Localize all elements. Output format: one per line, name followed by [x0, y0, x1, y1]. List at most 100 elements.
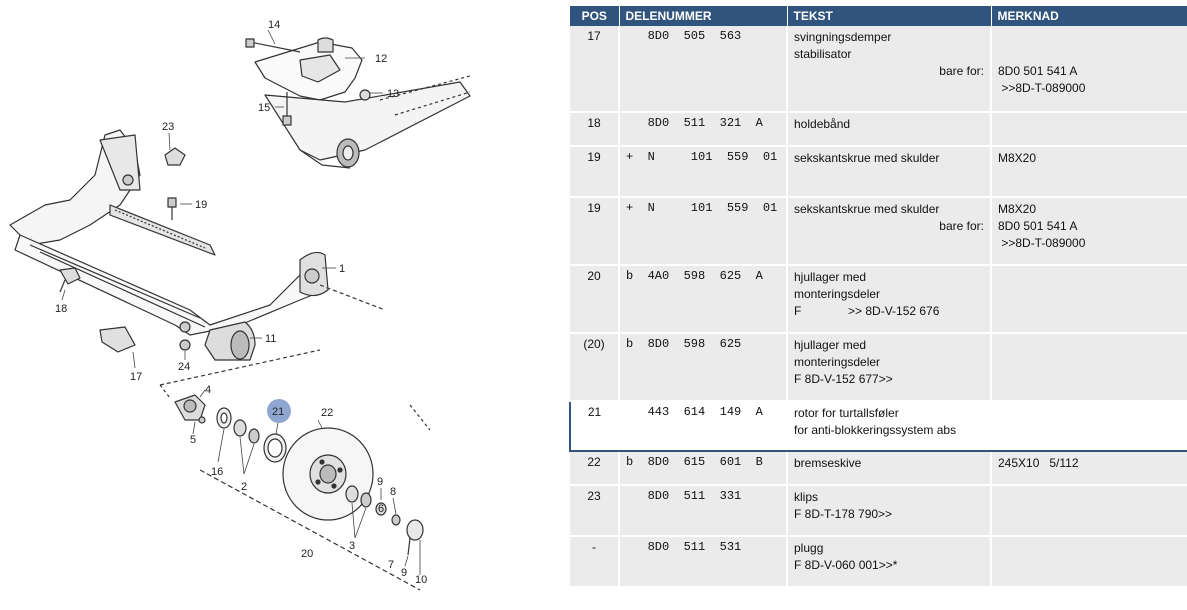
- callout-5[interactable]: 5: [190, 434, 196, 446]
- callout-23[interactable]: 23: [162, 121, 174, 133]
- row-note: M8X20: [991, 146, 1187, 198]
- table-row[interactable]: 19 + N 101 559 01 sekskantskrue med skul…: [570, 146, 1187, 198]
- header-part-number[interactable]: DELENUMMER: [619, 6, 788, 26]
- row-text: rotor for turtallsføler for anti-blokker…: [787, 400, 992, 452]
- text-condition: bare for:: [939, 219, 984, 233]
- callout-17[interactable]: 17: [130, 371, 142, 383]
- note-line: >>8D-T-089000: [998, 236, 1086, 250]
- header-text[interactable]: TEKST: [787, 6, 992, 26]
- row-text: holdebånd: [787, 112, 992, 147]
- callout-11[interactable]: 11: [265, 333, 276, 345]
- text-line: F 8D-V-152 677>>: [794, 372, 893, 386]
- table-row[interactable]: 22 b 8D0 615 601 B bremseskive 245X10 5/…: [570, 451, 1187, 486]
- callout-20[interactable]: 20: [301, 548, 313, 560]
- row-note: 8D0 501 541 A >>8D-T-089000: [991, 26, 1187, 113]
- row-pos: 19: [570, 197, 620, 266]
- callout-8[interactable]: 8: [390, 486, 396, 498]
- table-row[interactable]: 19 + N 101 559 01 sekskantskrue med skul…: [570, 197, 1187, 266]
- row-part-number: + N 101 559 01: [619, 197, 788, 266]
- callout-13[interactable]: 13: [387, 88, 399, 100]
- row-note: M8X20 8D0 501 541 A >>8D-T-089000: [991, 197, 1187, 266]
- callout-12[interactable]: 12: [375, 53, 387, 65]
- table-row[interactable]: - 8D0 511 531 plugg F 8D-V-060 001>>*: [570, 536, 1187, 588]
- row-text: hjullager med monteringsdeler F >> 8D-V-…: [787, 265, 992, 334]
- note-line: 8D0 501 541 A: [998, 219, 1078, 233]
- table-header-row: POS DELENUMMER TEKST MERKNAD: [570, 6, 1187, 26]
- row-note: 245X10 5/112: [991, 451, 1187, 486]
- row-part-number: 8D0 511 321 A: [619, 112, 788, 147]
- callout-15[interactable]: 15: [258, 102, 270, 114]
- text-line: sekskantskrue med skulder: [794, 202, 940, 216]
- callout-7[interactable]: 7: [388, 559, 394, 571]
- text-line: rotor for turtallsføler: [794, 406, 899, 420]
- row-text: sekskantskrue med skulder bare for:: [787, 197, 992, 266]
- callout-16[interactable]: 16: [211, 466, 223, 478]
- row-note: [991, 536, 1187, 588]
- text-line: monteringsdeler: [794, 355, 881, 369]
- highlight-circle-21: [267, 399, 291, 423]
- table-row[interactable]: (20) b 8D0 598 625 hjullager med monteri…: [570, 333, 1187, 402]
- row-note: [991, 400, 1187, 452]
- row-text: sekskantskrue med skulder: [787, 146, 992, 198]
- row-pos: 18: [570, 112, 620, 147]
- rear-axle-exploded-view: 14 12 13 15 23 19 1 18 11 24 17 4 21 22 …: [9, 19, 471, 591]
- callout-21[interactable]: 21: [272, 406, 284, 418]
- callout-2[interactable]: 2: [241, 481, 247, 493]
- row-pos: 17: [570, 26, 620, 113]
- text-line: F >> 8D-V-152 676: [794, 304, 940, 318]
- callout-labels: 14 12 13 15 23 19 1 18 11 24 17 4 21 22 …: [55, 19, 427, 586]
- callout-9[interactable]: 9: [401, 567, 407, 579]
- parts-table: POS DELENUMMER TEKST MERKNAD 17 8D0 505 …: [569, 6, 1187, 588]
- row-note: [991, 485, 1187, 537]
- callout-22[interactable]: 22: [321, 407, 333, 419]
- note-line: M8X20: [998, 202, 1037, 216]
- row-part-number: + N 101 559 01: [619, 146, 788, 198]
- callout-14[interactable]: 14: [268, 19, 280, 31]
- text-line: holdebånd: [794, 117, 851, 131]
- callout-10[interactable]: 10: [415, 574, 427, 586]
- table-row[interactable]: 23 8D0 511 331 klips F 8D-T-178 790>>: [570, 485, 1187, 537]
- row-text: plugg F 8D-V-060 001>>*: [787, 536, 992, 588]
- row-pos: 19: [570, 146, 620, 198]
- callout-6[interactable]: 6: [378, 503, 384, 515]
- note-line: [998, 46, 1181, 63]
- callout-4[interactable]: 4: [205, 384, 211, 396]
- text-line: bremseskive: [794, 456, 862, 470]
- row-pos: 21: [569, 400, 620, 452]
- callout-3[interactable]: 3: [349, 540, 355, 552]
- row-text: klips F 8D-T-178 790>>: [787, 485, 992, 537]
- callout-18[interactable]: 18: [55, 303, 67, 315]
- table-row[interactable]: 17 8D0 505 563 svingningsdemper stabilis…: [570, 26, 1187, 113]
- row-part-number: 8D0 505 563: [619, 26, 788, 113]
- row-part-number: b 4A0 598 625 A: [619, 265, 788, 334]
- text-line: plugg: [794, 541, 824, 555]
- row-note: [991, 112, 1187, 147]
- callout-1[interactable]: 1: [339, 263, 345, 275]
- note-line: [998, 29, 1181, 46]
- note-line: 245X10 5/112: [998, 456, 1079, 470]
- text-line: F 8D-V-060 001>>*: [794, 558, 898, 572]
- text-line: F 8D-T-178 790>>: [794, 507, 893, 521]
- callout-24[interactable]: 24: [178, 361, 190, 373]
- row-pos: (20): [570, 333, 620, 402]
- callout-19[interactable]: 19: [195, 199, 207, 211]
- parts-list-panel: POS DELENUMMER TEKST MERKNAD 17 8D0 505 …: [569, 6, 1187, 605]
- leader-lines: [61, 29, 421, 575]
- table-row[interactable]: 20 b 4A0 598 625 A hjullager med monteri…: [570, 265, 1187, 334]
- row-text: hjullager med monteringsdeler F 8D-V-152…: [787, 333, 992, 402]
- mount-assembly-drawing: [245, 37, 471, 169]
- table-row-selected[interactable]: 21 443 614 149 A rotor for turtallsføler…: [569, 400, 1187, 452]
- header-note[interactable]: MERKNAD: [991, 6, 1187, 26]
- text-line: monteringsdeler: [794, 287, 881, 301]
- row-note: [991, 333, 1187, 402]
- row-part-number: b 8D0 598 625: [619, 333, 788, 402]
- note-line: >>8D-T-089000: [998, 81, 1086, 95]
- table-row[interactable]: 18 8D0 511 321 A holdebånd: [570, 112, 1187, 147]
- row-part-number: 8D0 511 531: [619, 536, 788, 588]
- text-condition: bare for:: [939, 64, 984, 78]
- header-pos[interactable]: POS: [570, 6, 620, 26]
- text-line: stabilisator: [794, 47, 852, 61]
- text-line: for anti-blokkeringssystem abs: [794, 423, 957, 437]
- row-text: svingningsdemper stabilisator bare for:: [787, 26, 992, 113]
- callout-9-top[interactable]: 9: [377, 476, 383, 488]
